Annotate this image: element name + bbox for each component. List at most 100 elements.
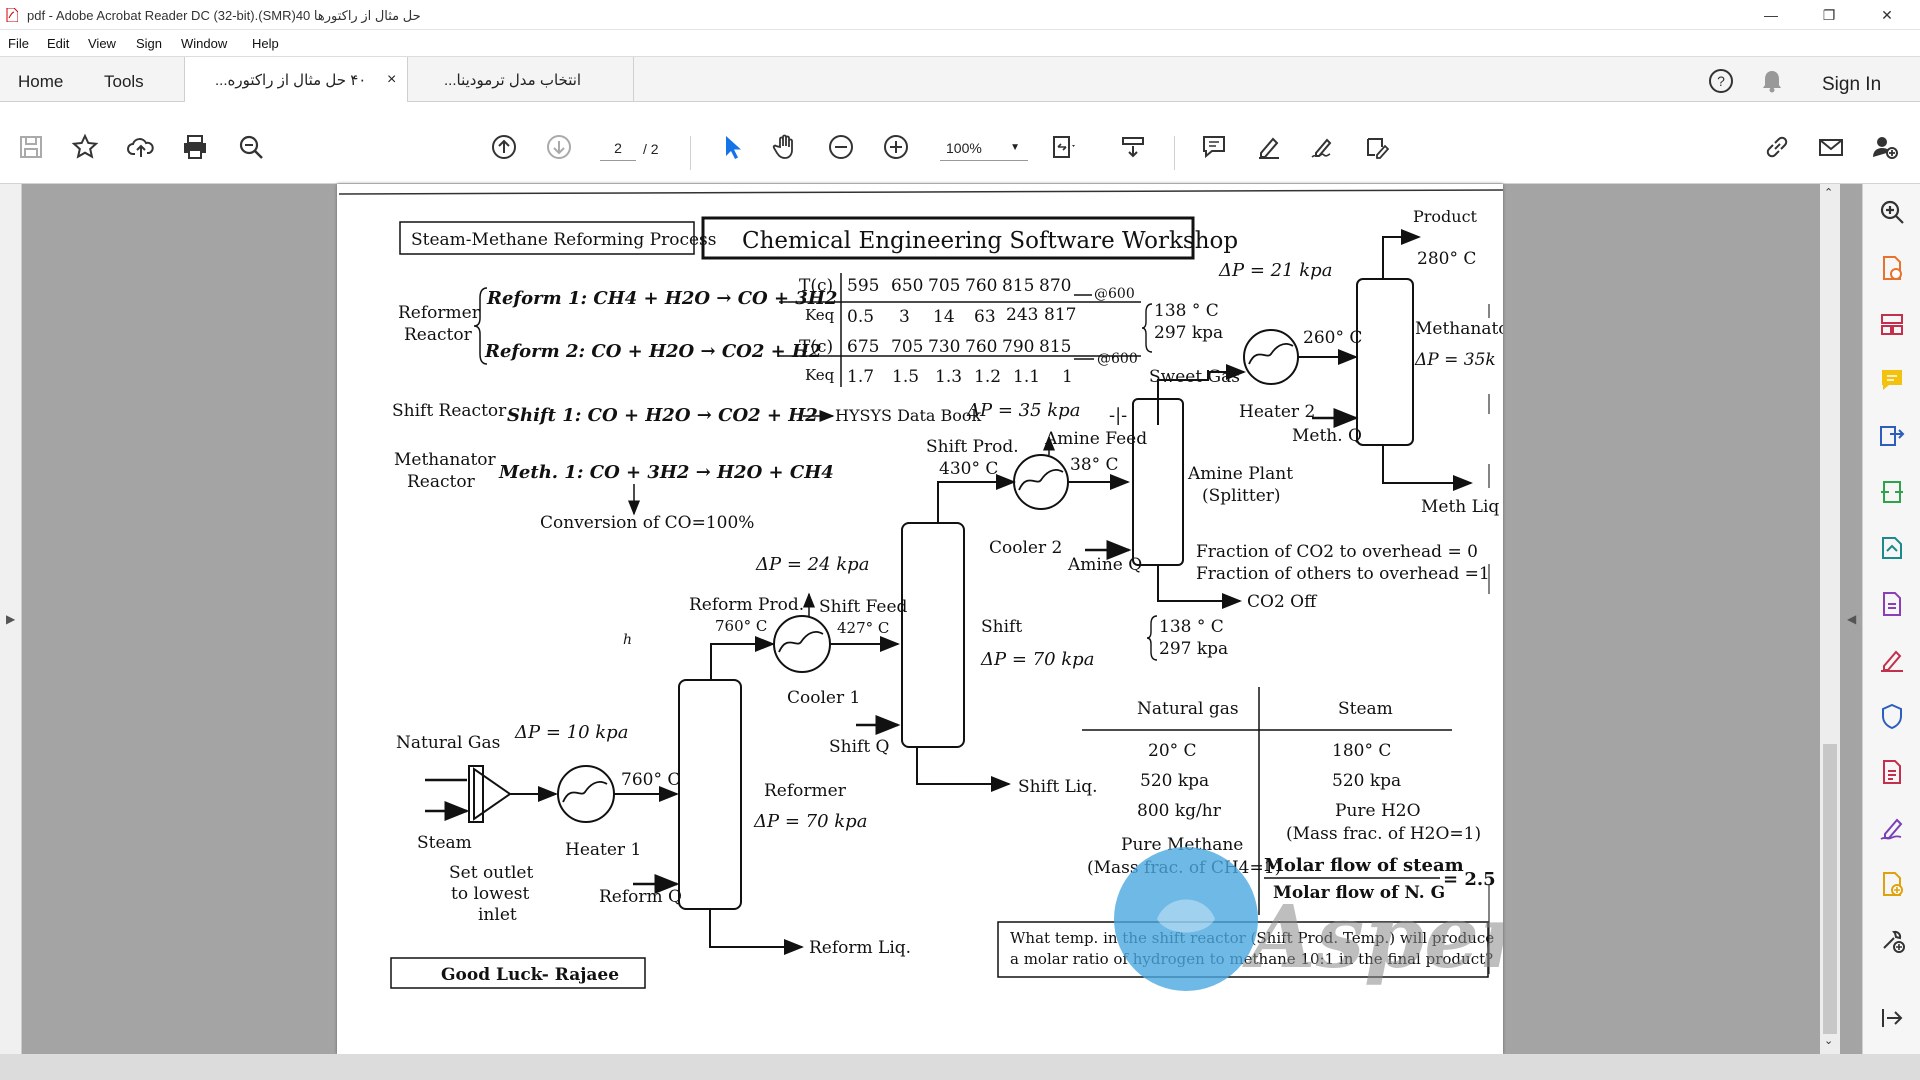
add-user-icon[interactable] bbox=[1870, 132, 1900, 162]
more-tools-icon[interactable] bbox=[1878, 926, 1906, 954]
restore-button[interactable]: ❐ bbox=[1822, 6, 1836, 23]
reformer-label: Reformer bbox=[398, 303, 481, 323]
fill-sign-icon[interactable] bbox=[1878, 646, 1906, 674]
table-cell: 760 bbox=[965, 276, 997, 296]
shift-prod-label: Shift Prod. bbox=[926, 437, 1019, 457]
t760a-label: 760° C bbox=[715, 617, 767, 635]
combine-files-icon[interactable] bbox=[1878, 870, 1906, 898]
draw-signature-icon[interactable] bbox=[1308, 132, 1338, 162]
zoom-select[interactable]: 100%▼ bbox=[940, 137, 1028, 161]
next-page-icon[interactable] bbox=[544, 132, 574, 162]
reform-liq-label: Reform Liq. bbox=[809, 938, 911, 958]
table-cell: 705 bbox=[891, 337, 923, 357]
create-pdf-icon[interactable] bbox=[1878, 254, 1906, 282]
table-cell: 1.5 bbox=[892, 367, 919, 387]
table-cell: 63 bbox=[974, 307, 996, 327]
table-cell: 3 bbox=[899, 307, 910, 327]
home-tab[interactable]: Home bbox=[18, 72, 64, 91]
bell-icon[interactable] bbox=[1760, 68, 1784, 94]
svg-text:?: ? bbox=[1717, 73, 1725, 89]
scroll-mode-icon[interactable] bbox=[1118, 132, 1148, 162]
link-share-icon[interactable] bbox=[1762, 132, 1792, 162]
header-left-box bbox=[399, 221, 695, 255]
p297a-label: 297 kpa bbox=[1154, 323, 1223, 343]
page-number-input[interactable]: 2 bbox=[600, 137, 636, 161]
sweet-gas-label: Sweet Gas bbox=[1149, 367, 1240, 387]
request-signature-icon[interactable] bbox=[1878, 814, 1906, 842]
watermark-logo bbox=[1114, 847, 1258, 991]
cooler1-symbol bbox=[773, 615, 831, 673]
heater1-symbol bbox=[557, 765, 615, 823]
help-icon[interactable]: ? bbox=[1708, 68, 1734, 94]
enhance-scan-icon[interactable] bbox=[1878, 198, 1906, 226]
t260-label: 260° C bbox=[1303, 328, 1362, 348]
feed-table-cell: 800 kg/hr bbox=[1137, 801, 1222, 821]
compress-pdf-icon[interactable] bbox=[1878, 478, 1906, 506]
table-cell: 705 bbox=[928, 276, 960, 296]
pdf-page: Steam-Methane Reforming Process Chemical… bbox=[337, 184, 1503, 1054]
zoom-in-icon[interactable] bbox=[881, 132, 911, 162]
menu-help[interactable]: Help bbox=[252, 36, 279, 51]
t138a-label: 138 ° C bbox=[1154, 301, 1219, 321]
reformer-label: Reformer bbox=[764, 781, 847, 801]
natural-gas-label: Natural Gas bbox=[396, 733, 500, 753]
document-tab-active[interactable]: ۴۰ حل مثال از راکتوره... × bbox=[184, 57, 408, 103]
watermark-text: AspenTeach bbox=[1242, 887, 1503, 988]
scroll-up-icon[interactable]: ⌃ bbox=[1824, 187, 1834, 199]
previous-page-icon[interactable] bbox=[489, 132, 519, 162]
page-total: / 2 bbox=[643, 141, 659, 157]
vertical-scrollbar[interactable]: ⌃ ⌄ bbox=[1820, 184, 1840, 1054]
comment-tool-icon[interactable] bbox=[1878, 366, 1906, 394]
sign-in-button[interactable]: Sign In bbox=[1822, 74, 1882, 95]
prepare-form-icon[interactable] bbox=[1878, 758, 1906, 786]
search-icon[interactable] bbox=[236, 132, 266, 162]
close-tab-icon[interactable]: × bbox=[387, 71, 397, 88]
print-icon[interactable] bbox=[180, 132, 210, 162]
reactor-label: Reactor bbox=[404, 325, 473, 345]
feed-table-cell: 520 kpa bbox=[1140, 771, 1209, 791]
protect-shield-icon[interactable] bbox=[1878, 702, 1906, 730]
close-window-button[interactable]: ✕ bbox=[1881, 6, 1893, 23]
comment-icon[interactable] bbox=[1199, 132, 1229, 162]
cooler1-label: Cooler 1 bbox=[787, 688, 860, 708]
send-for-review-icon[interactable] bbox=[1878, 534, 1906, 562]
table-cell: T(c) bbox=[799, 337, 833, 357]
highlight-pen-icon[interactable] bbox=[1254, 132, 1284, 162]
upload-cloud-icon[interactable] bbox=[126, 132, 156, 162]
save-icon[interactable] bbox=[16, 132, 46, 162]
table-cell: 595 bbox=[847, 276, 879, 296]
feed-table-cell: 20° C bbox=[1148, 741, 1197, 761]
expand-left-panel-icon[interactable]: ▶ bbox=[6, 612, 16, 626]
organize-pages-icon[interactable] bbox=[1878, 310, 1906, 338]
select-cursor-icon[interactable] bbox=[718, 132, 748, 162]
t427-label: 427° C bbox=[837, 619, 889, 637]
product-label: Product bbox=[1413, 207, 1478, 226]
edit-pdf-icon[interactable] bbox=[1878, 590, 1906, 618]
document-tab-label: انتخاب مدل ترمودینا... bbox=[444, 72, 582, 89]
heater2-label: Heater 2 bbox=[1239, 402, 1315, 422]
menu-edit[interactable]: Edit bbox=[47, 36, 70, 51]
menu-view[interactable]: View bbox=[88, 36, 116, 51]
shift-feed-label: Shift Feed bbox=[819, 597, 908, 617]
shift-column bbox=[901, 522, 965, 748]
zoom-out-icon[interactable] bbox=[826, 132, 856, 162]
export-pdf-icon[interactable] bbox=[1878, 422, 1906, 450]
amine-feed-label: Amine Feed bbox=[1044, 429, 1147, 449]
menu-file[interactable]: File bbox=[8, 36, 29, 51]
collapse-tools-icon[interactable] bbox=[1878, 1004, 1906, 1032]
edit-text-icon[interactable] bbox=[1362, 132, 1392, 162]
minimize-button[interactable]: — bbox=[1764, 7, 1778, 23]
scroll-down-icon[interactable]: ⌄ bbox=[1824, 1035, 1834, 1047]
collapse-right-panel-icon[interactable]: ◀ bbox=[1847, 612, 1857, 626]
menu-window[interactable]: Window bbox=[181, 36, 228, 51]
t760b-label: 760° C bbox=[621, 770, 680, 790]
email-icon[interactable] bbox=[1816, 132, 1846, 162]
menu-sign[interactable]: Sign bbox=[136, 36, 163, 51]
scroll-thumb[interactable] bbox=[1823, 744, 1837, 1034]
hand-tool-icon[interactable] bbox=[770, 132, 800, 162]
tools-tab[interactable]: Tools bbox=[104, 72, 144, 91]
page-fit-icon[interactable] bbox=[1048, 132, 1078, 162]
document-tab[interactable]: انتخاب مدل ترمودینا... bbox=[408, 57, 634, 103]
bookmark-star-icon[interactable] bbox=[70, 132, 100, 162]
feed-table-cell: Pure H2O bbox=[1335, 801, 1421, 821]
